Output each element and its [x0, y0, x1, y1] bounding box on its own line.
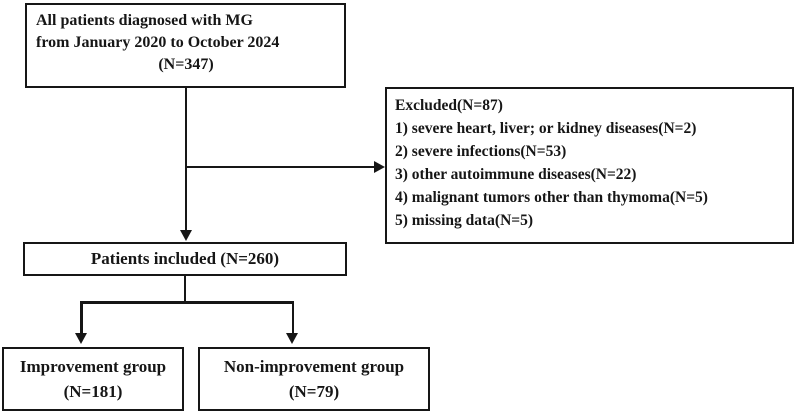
excluded-item-5: 5) missing data(N=5)	[395, 212, 534, 229]
connector-branch-to-excluded	[185, 165, 376, 168]
flowchart-box-improvement-group: Improvement group (N=181)	[2, 347, 184, 411]
flowchart-box-non-improvement-group: Non-improvement group (N=79)	[198, 347, 430, 411]
arrowhead-down-non-improvement-icon	[286, 333, 299, 344]
included-label: Patients included (N=260)	[90, 249, 280, 268]
flowchart-box-included: Patients included (N=260)	[23, 242, 347, 276]
connector-split-bar	[80, 301, 294, 304]
connector-split-to-non-improvement	[291, 301, 294, 334]
excluded-item-2: 2) severe infections(N=53)	[395, 143, 567, 160]
non-improvement-count: (N=79)	[288, 382, 340, 401]
connector-included-to-split	[183, 276, 186, 303]
excluded-item-1: 1) severe heart, liver; or kidney diseas…	[395, 120, 697, 137]
excluded-item-4: 4) malignant tumors other than thymoma(N…	[395, 189, 708, 206]
arrowhead-down-improvement-icon	[74, 333, 87, 344]
improvement-line1: Improvement group	[19, 357, 167, 376]
connector-split-to-improvement	[80, 301, 83, 334]
excluded-title: Excluded(N=87)	[395, 97, 503, 114]
arrowhead-right-excluded-icon	[374, 160, 385, 173]
all-patients-line2: from January 2020 to October 2024	[36, 34, 280, 51]
non-improvement-line1: Non-improvement group	[223, 357, 405, 376]
all-patients-count: (N=347)	[158, 56, 214, 73]
arrowhead-down-included-icon	[179, 230, 192, 241]
all-patients-line1: All patients diagnosed with MG	[36, 12, 253, 29]
improvement-count: (N=181)	[63, 382, 123, 401]
connector-top-to-included	[184, 88, 187, 232]
excluded-item-3: 3) other autoimmune diseases(N=22)	[395, 166, 637, 183]
flowchart-box-excluded: Excluded(N=87) 1) severe heart, liver; o…	[385, 87, 794, 244]
flowchart-box-all-patients: All patients diagnosed with MG from Janu…	[25, 3, 346, 88]
